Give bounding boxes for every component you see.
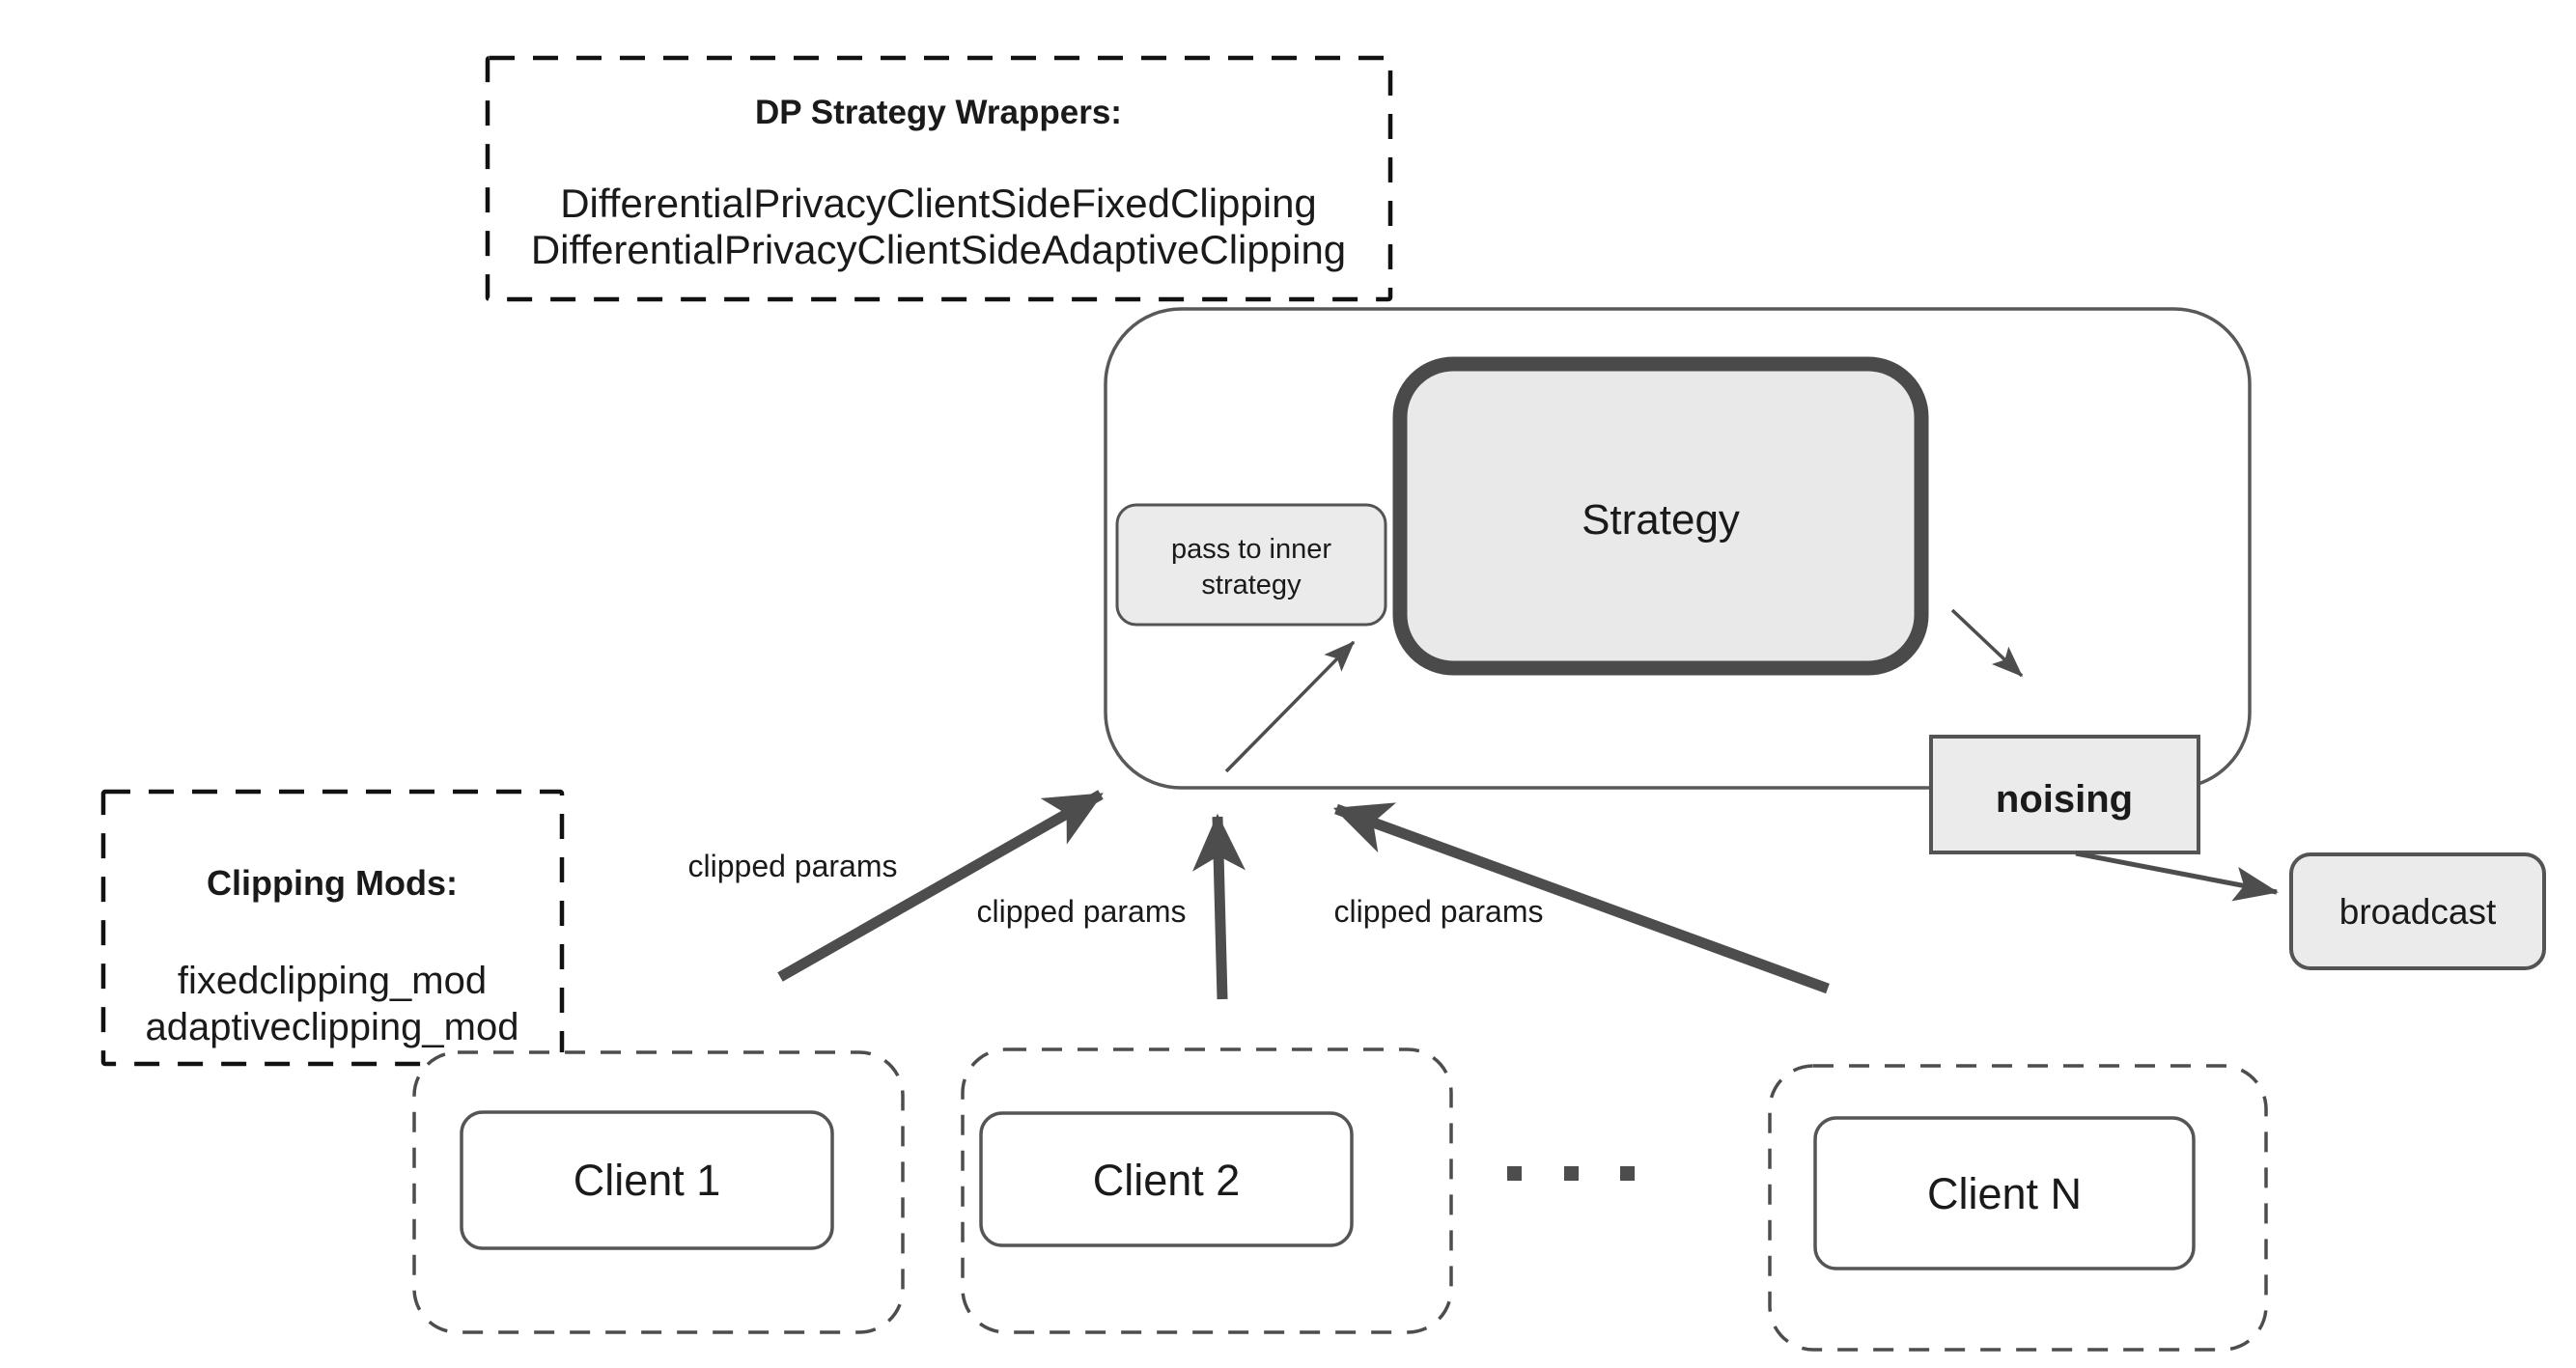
client-1-group: Client 1	[412, 1050, 905, 1334]
broadcast-border	[2289, 852, 2546, 970]
broadcast-box: broadcast	[2289, 852, 2546, 970]
ellipsis-dot	[1507, 1166, 1522, 1181]
client-2-group: Client 2	[961, 1047, 1453, 1334]
client-1-label: Client 1	[574, 1156, 721, 1205]
clipping-mods-box: Clipping Mods: fixedclipping_mod adaptiv…	[100, 789, 565, 1067]
ellipsis-dot	[1620, 1166, 1635, 1181]
client-1-box	[460, 1110, 834, 1250]
broadcast-label: broadcast	[2339, 892, 2497, 932]
dp-strategy-wrappers-border	[485, 55, 1393, 302]
client-n-box	[1813, 1116, 2196, 1270]
clipped-params-label-1: clipped params	[688, 849, 898, 883]
noising-border	[1929, 735, 2200, 854]
ellipsis-dot	[1564, 1166, 1579, 1181]
pass-to-inner-strategy-border	[1115, 503, 1387, 627]
clipped-params-label-2: clipped params	[977, 894, 1187, 929]
pass-to-inner-line1: pass to inner	[1171, 534, 1331, 565]
client-n-group: Client N	[1768, 1064, 2268, 1352]
dp-wrappers-title: DP Strategy Wrappers:	[755, 94, 1122, 131]
dp-wrappers-line1: DifferentialPrivacyClientSideFixedClippi…	[560, 181, 1317, 226]
dp-strategy-wrappers-box: DP Strategy Wrappers: DifferentialPrivac…	[485, 55, 1393, 302]
arrow-noising-to-broadcast	[2075, 851, 2279, 902]
arrow-to-pass-to-inner	[1224, 640, 1356, 773]
client-2-box	[979, 1111, 1354, 1247]
noising-box: noising	[1929, 735, 2200, 854]
clipped-params-label-3: clipped params	[1334, 894, 1544, 929]
strategy-border	[1392, 356, 1929, 676]
clipping-mods-title: Clipping Mods:	[207, 863, 458, 903]
pass-to-inner-strategy-box: pass to inner strategy	[1115, 503, 1387, 627]
arrow-client1-to-server	[777, 790, 1104, 982]
client-n-label: Client N	[1927, 1169, 2082, 1218]
clipping-mods-line2: adaptiveclipping_mod	[146, 1006, 519, 1048]
ellipsis-dots-icon	[1507, 1166, 1635, 1181]
arrow-clientn-to-server	[1332, 802, 1830, 994]
pass-to-inner-line2: strategy	[1201, 570, 1302, 600]
strategy-label: Strategy	[1582, 496, 1740, 544]
client-2-label: Client 2	[1093, 1156, 1241, 1205]
strategy-box: Strategy	[1392, 356, 1929, 676]
dp-wrappers-line2: DifferentialPrivacyClientSideAdaptiveCli…	[531, 227, 1346, 272]
noising-label: noising	[1996, 778, 2133, 821]
arrow-strategy-to-noising	[1950, 608, 2024, 678]
clipping-mods-border	[100, 789, 565, 1067]
arrow-client2-to-server	[1191, 813, 1246, 1000]
clipping-mods-line1: fixedclipping_mod	[178, 960, 487, 1002]
